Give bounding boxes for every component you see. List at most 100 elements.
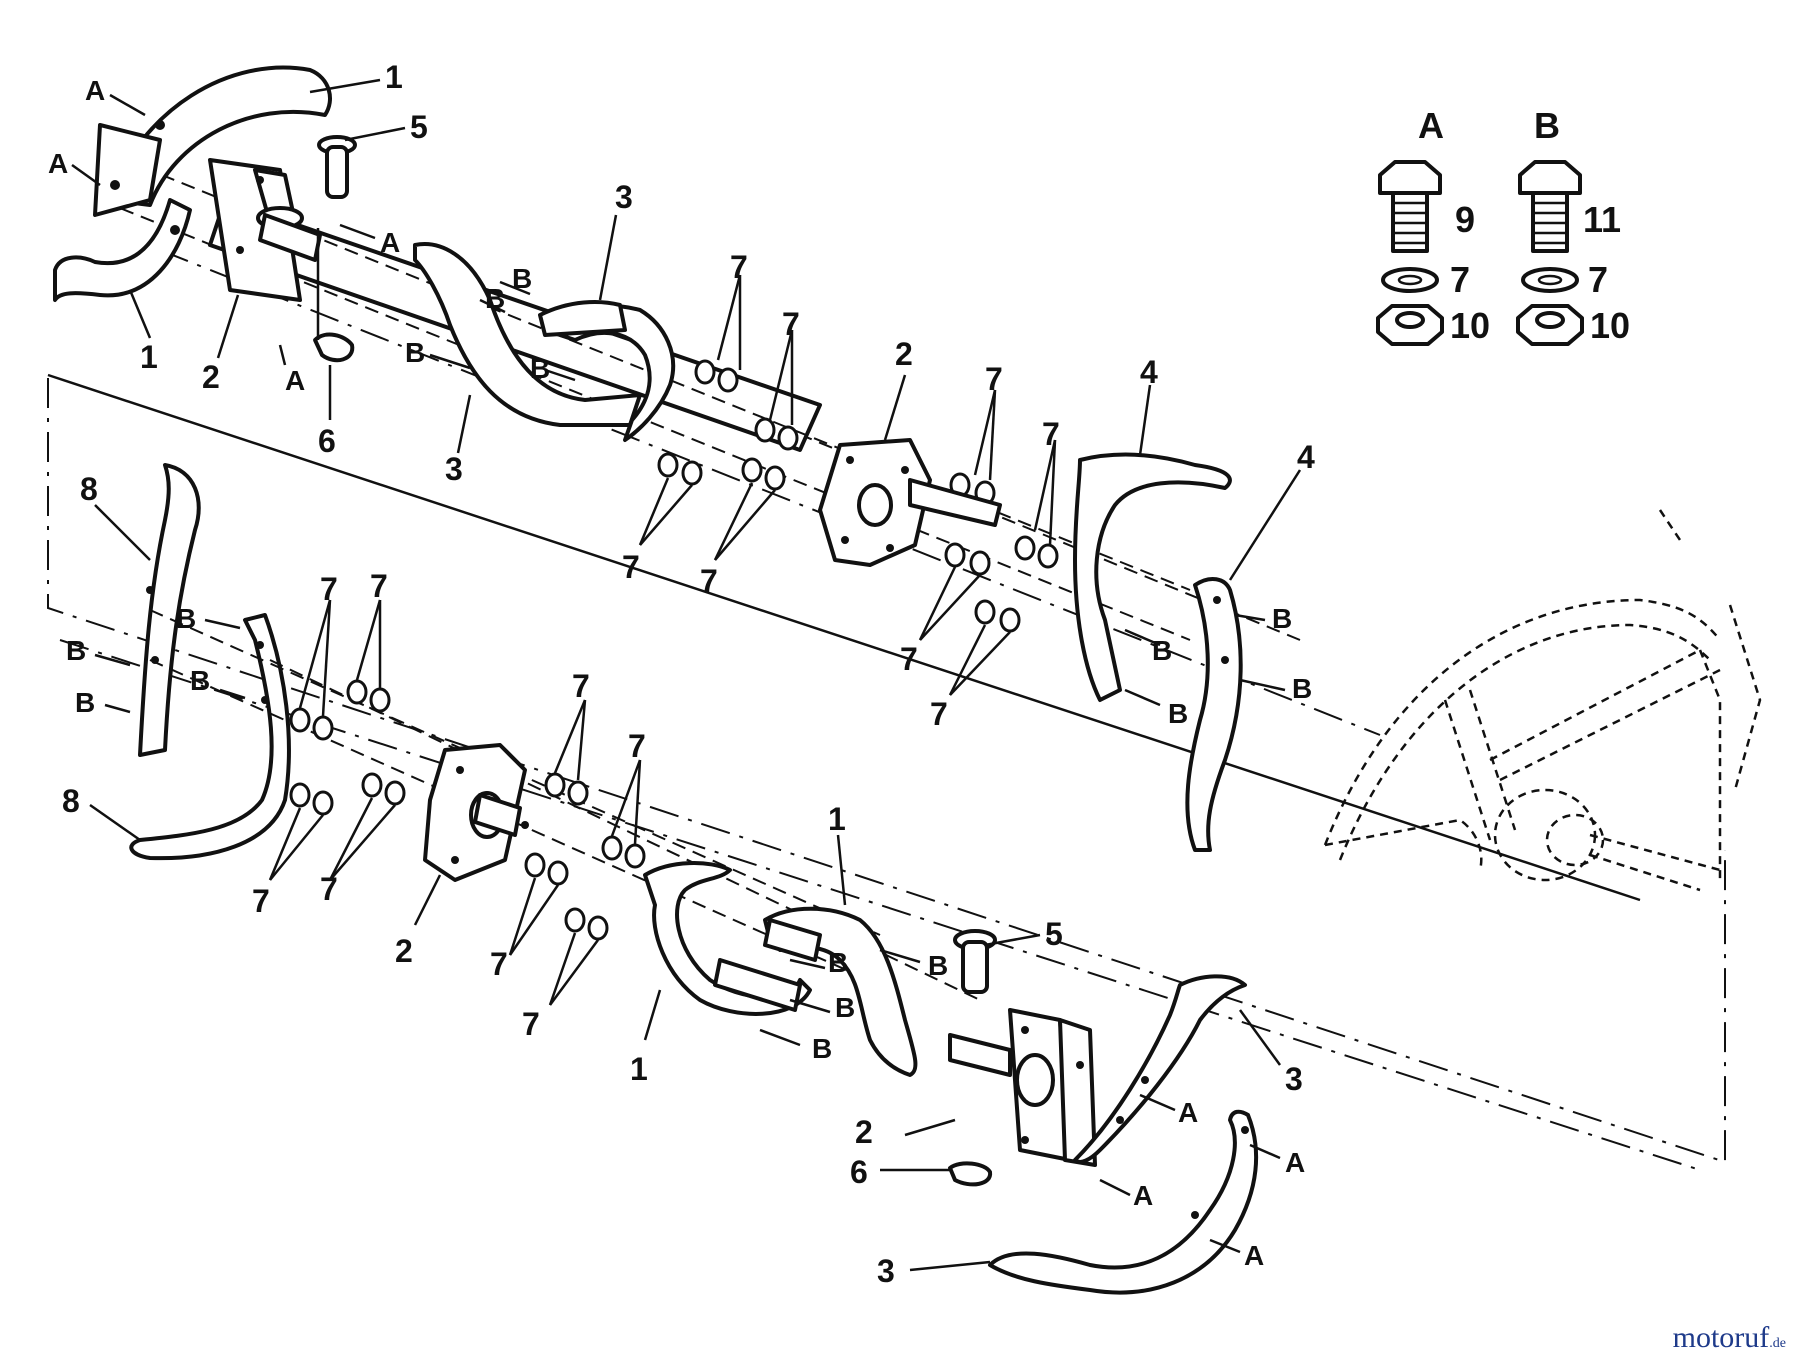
mount-plate-2-lower-center — [423, 743, 529, 882]
ref-b: B — [828, 947, 848, 978]
ref-a: A — [1244, 1240, 1264, 1271]
callout-7: 7 — [700, 563, 718, 599]
bolt-icon-a — [1378, 160, 1442, 253]
callout-2: 2 — [855, 1114, 873, 1150]
ref-a: A — [1285, 1147, 1305, 1178]
hardware-ref-letters: A A A A B B B B B B B B B B B B B B B B … — [48, 75, 1312, 1271]
clip-6-lower — [948, 1161, 993, 1187]
callout-2: 2 — [895, 336, 913, 372]
mount-plate-2-upper-left — [208, 158, 322, 302]
tine-1-lower — [643, 861, 918, 1077]
legend-bolt-b-num: 11 — [1583, 199, 1621, 240]
hardware-legend: A 9 7 10 B 11 7 — [1376, 105, 1630, 346]
callout-7: 7 — [1042, 416, 1060, 452]
tine-1-upper — [53, 65, 332, 302]
callout-4: 4 — [1140, 354, 1158, 390]
bolt-icon-b — [1518, 160, 1582, 253]
ref-b: B — [190, 665, 210, 696]
callout-2: 2 — [395, 933, 413, 969]
mount-plate-2-lower-right — [948, 1008, 1097, 1167]
tine-3-lower-a — [1073, 974, 1247, 1164]
mount-plate-2-upper-center — [818, 438, 1002, 567]
tine-4-upper-b — [1185, 577, 1243, 852]
callout-3: 3 — [615, 179, 633, 215]
callout-3: 3 — [877, 1253, 895, 1289]
callout-3: 3 — [1285, 1061, 1303, 1097]
callout-labels: 1 5 1 2 6 3 3 7 7 2 7 7 4 4 7 7 7 7 8 8 … — [62, 59, 1315, 1289]
callout-1: 1 — [385, 59, 403, 95]
leader-lines — [89, 78, 1302, 1272]
watermark: motoruf.de — [1673, 1321, 1786, 1355]
ref-b: B — [928, 950, 948, 981]
washer-7-group-upper — [657, 359, 1059, 633]
callout-1: 1 — [828, 801, 846, 837]
ref-b: B — [1168, 698, 1188, 729]
pin-5-lower — [953, 929, 997, 994]
callout-7: 7 — [320, 871, 338, 907]
callout-7: 7 — [522, 1006, 540, 1042]
callout-6: 6 — [318, 423, 336, 459]
callout-4: 4 — [1297, 439, 1315, 475]
ref-b: B — [176, 603, 196, 634]
callout-7: 7 — [622, 549, 640, 585]
ref-a: A — [85, 75, 105, 106]
ref-b: B — [1272, 603, 1292, 634]
ref-b: B — [485, 283, 505, 314]
callout-8: 8 — [62, 783, 80, 819]
callout-7: 7 — [370, 568, 388, 604]
ref-a: A — [285, 365, 305, 396]
legend-nut-b-num: 10 — [1590, 305, 1630, 346]
tine-8 — [129, 463, 291, 861]
ref-b: B — [835, 992, 855, 1023]
legend-washer-b-num: 7 — [1588, 259, 1608, 300]
ref-a: A — [1133, 1180, 1153, 1211]
watermark-text: motoruf — [1672, 1321, 1770, 1354]
callout-7: 7 — [628, 728, 646, 764]
ref-a: A — [380, 227, 400, 258]
legend-letter-b: B — [1534, 105, 1560, 146]
nut-icon-b — [1516, 304, 1584, 346]
callout-1: 1 — [630, 1051, 648, 1087]
pin-5-upper — [317, 135, 357, 199]
callout-1: 1 — [140, 339, 158, 375]
callout-2: 2 — [202, 359, 220, 395]
callout-7: 7 — [985, 361, 1003, 397]
lock-washer-icon-a — [1381, 267, 1439, 293]
ref-b: B — [66, 635, 86, 666]
ref-a: A — [48, 148, 68, 179]
ref-b: B — [1292, 673, 1312, 704]
callout-5: 5 — [1045, 916, 1063, 952]
ref-b: B — [405, 337, 425, 368]
ref-b: B — [530, 353, 550, 384]
legend-washer-a-num: 7 — [1450, 259, 1470, 300]
lock-washer-icon-b — [1521, 267, 1579, 293]
hub-wheel-outline — [1323, 509, 1762, 892]
callout-7: 7 — [782, 306, 800, 342]
legend-nut-a-num: 10 — [1450, 305, 1490, 346]
ref-b: B — [75, 687, 95, 718]
callout-7: 7 — [320, 571, 338, 607]
callout-7: 7 — [730, 249, 748, 285]
callout-7: 7 — [900, 641, 918, 677]
callout-6: 6 — [850, 1154, 868, 1190]
ref-a: A — [1178, 1097, 1198, 1128]
callout-5: 5 — [410, 109, 428, 145]
legend-letter-a: A — [1418, 105, 1444, 146]
clip-6-upper — [313, 228, 355, 363]
callout-7: 7 — [490, 946, 508, 982]
callout-7: 7 — [572, 668, 590, 704]
callout-7: 7 — [930, 696, 948, 732]
ref-b: B — [812, 1033, 832, 1064]
callout-7: 7 — [252, 883, 270, 919]
tine-4-upper-a — [1073, 452, 1232, 702]
callout-3: 3 — [445, 451, 463, 487]
nut-icon-a — [1376, 304, 1444, 346]
tine-3-upper-b — [538, 300, 676, 442]
tine-3-lower-b — [988, 1109, 1259, 1295]
ref-b: B — [512, 263, 532, 294]
tine-3-upper-a — [413, 242, 642, 427]
legend-bolt-a-num: 9 — [1455, 199, 1475, 240]
ref-arrows — [71, 93, 1286, 1254]
ref-b: B — [1152, 635, 1172, 666]
